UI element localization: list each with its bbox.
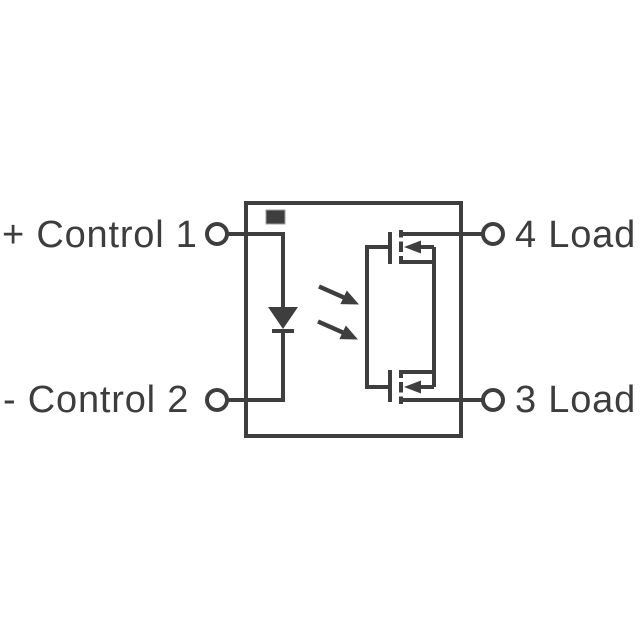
gate-bus-line: [365, 245, 388, 389]
control2-lead-line: [227, 331, 285, 402]
control2-label: - Control 2: [3, 379, 189, 421]
pin1-marker-icon: [265, 209, 286, 225]
control1-lead-line: [227, 232, 285, 307]
terminals: [205, 222, 505, 412]
load3-label: 3 Load: [515, 379, 636, 421]
mosfet-output-pair: [365, 230, 483, 404]
terminal-icon-load4: [481, 222, 505, 246]
light-arrow-bottom-shaft: [317, 319, 345, 336]
package-outline-rect: [244, 201, 463, 438]
control1-label: + Control 1: [2, 214, 198, 256]
mosfet-bottom-icon: [388, 370, 483, 404]
light-arrow-top-shaft: [318, 284, 346, 301]
load4-label: 4 Load: [515, 214, 636, 256]
led-icon: [268, 307, 298, 329]
light-arrow-bottom-head: [339, 325, 358, 340]
labels: + Control 1 - Control 2 4 Load 3 Load: [2, 214, 636, 421]
terminal-icon-control1: [205, 222, 229, 246]
input-led-branch: [227, 232, 298, 402]
mosfet-bottom-body-arrow: [404, 380, 421, 394]
mosfet-top-icon: [388, 230, 483, 264]
terminal-icon-control2: [205, 388, 229, 412]
terminal-icon-load3: [481, 388, 505, 412]
ic-package: [244, 201, 463, 438]
mosfet-top-body-arrow: [404, 240, 421, 254]
light-arrow-top-head: [340, 290, 359, 305]
light-arrows-icon: [317, 284, 359, 340]
